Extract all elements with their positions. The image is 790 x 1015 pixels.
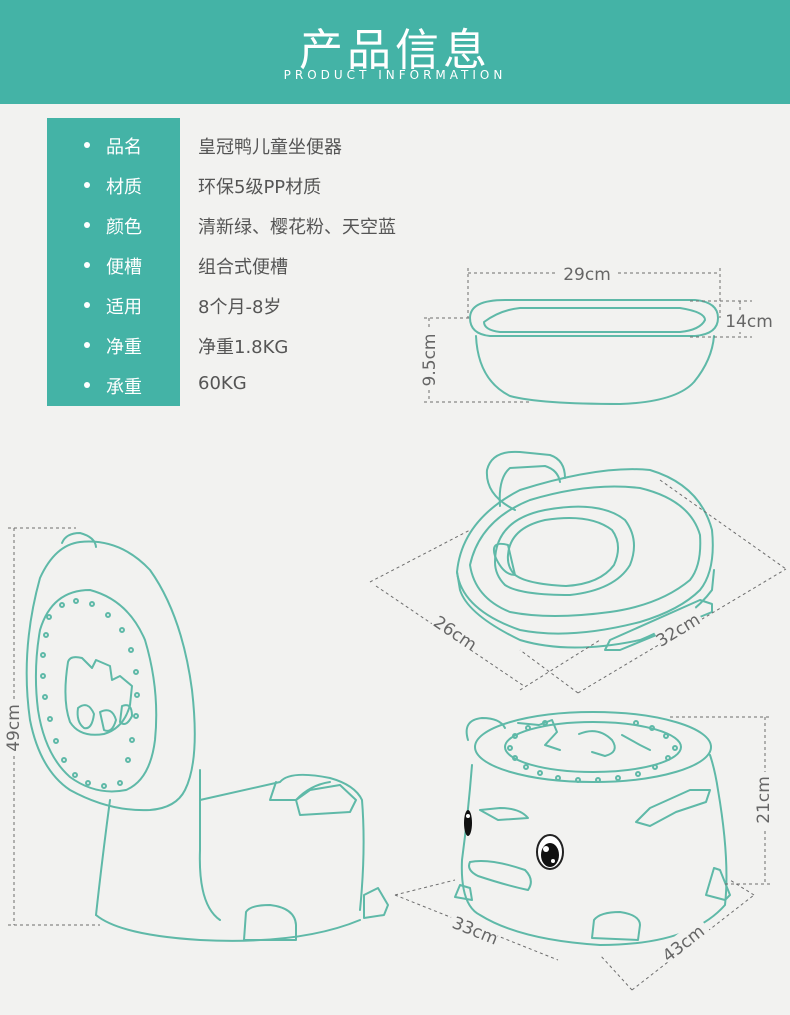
spec-label: 品名 — [106, 137, 142, 158]
bullet-icon — [84, 342, 90, 348]
header-banner: 产品信息 PRODUCT INFORMATION — [0, 0, 790, 104]
spec-row-color: 颜色 清新绿、樱花粉、天空蓝 — [0, 205, 420, 245]
spec-label: 净重 — [106, 337, 142, 358]
spec-label: 颜色 — [106, 217, 142, 238]
spec-value: 组合式便槽 — [198, 257, 288, 278]
dim-potty-total-height: 49cm — [4, 704, 24, 752]
potty-side-drawing — [25, 532, 389, 942]
spec-row-material: 材质 环保5级PP材质 — [0, 165, 420, 205]
page-subtitle: PRODUCT INFORMATION — [283, 68, 507, 82]
bullet-icon — [84, 382, 90, 388]
dim-potty-height: 21cm — [754, 776, 774, 824]
spec-label: 便槽 — [106, 257, 142, 278]
dim-basin-width: 29cm — [563, 265, 611, 285]
bullet-icon — [84, 302, 90, 308]
basin-drawing — [469, 299, 719, 405]
potty-front-drawing — [454, 711, 731, 946]
spec-value: 清新绿、樱花粉、天空蓝 — [198, 217, 396, 238]
bullet-icon — [84, 262, 90, 268]
spec-label: 适用 — [106, 297, 142, 318]
spec-row-load: 承重 60KG — [0, 365, 420, 405]
spec-row-name: 品名 皇冠鸭儿童坐便器 — [0, 125, 420, 165]
bullet-icon — [84, 182, 90, 188]
duck-eye-icon — [536, 834, 564, 870]
page-title: 产品信息 — [299, 25, 491, 76]
bullet-icon — [84, 222, 90, 228]
dim-basin-height: 9.5cm — [420, 334, 440, 387]
spec-row-basin: 便槽 组合式便槽 — [0, 245, 420, 285]
spec-label-panel — [47, 118, 180, 406]
spec-value: 8个月-8岁 — [198, 297, 282, 318]
spec-value: 60KG — [198, 373, 247, 394]
spec-row-age: 适用 8个月-8岁 — [0, 285, 420, 325]
spec-value: 净重1.8KG — [198, 337, 289, 358]
bullet-icon — [84, 142, 90, 148]
dim-basin-depth: 14cm — [725, 312, 773, 332]
spec-value: 环保5级PP材质 — [198, 177, 322, 198]
spec-value: 皇冠鸭儿童坐便器 — [198, 137, 342, 158]
spec-row-weight: 净重 净重1.8KG — [0, 325, 420, 365]
duck-eye-side-icon — [464, 810, 472, 836]
spec-label: 材质 — [106, 177, 142, 198]
spec-label: 承重 — [106, 377, 142, 398]
